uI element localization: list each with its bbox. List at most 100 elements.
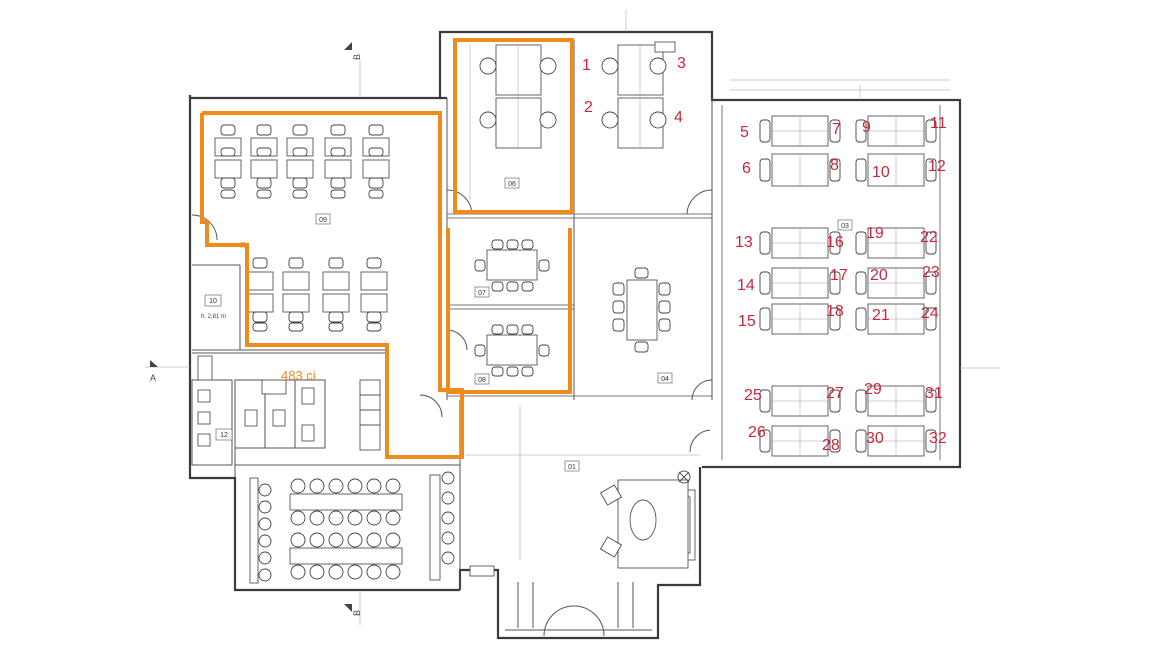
stool <box>309 478 325 494</box>
chair <box>925 307 937 331</box>
highlight-label: 483 ci <box>281 368 316 383</box>
chair <box>612 282 625 296</box>
chair <box>829 119 841 143</box>
chair <box>366 311 382 323</box>
chair <box>855 389 867 413</box>
highlight-fragment: n <box>240 239 246 251</box>
chair <box>925 271 937 295</box>
chair <box>220 124 236 136</box>
seat-number: 20 <box>870 267 888 284</box>
section-mark-bottom: B <box>352 610 362 616</box>
stool <box>309 532 325 548</box>
meeting-table <box>626 279 658 341</box>
room-tag-10: 10 <box>204 294 222 307</box>
chair <box>829 389 841 413</box>
chair <box>366 322 382 332</box>
chair <box>491 239 504 250</box>
stool <box>385 532 401 548</box>
chair <box>601 111 619 129</box>
chair <box>829 231 841 255</box>
room-10-height-note: h: 2,81 m <box>201 314 226 320</box>
chair <box>479 111 497 129</box>
cabinet <box>654 41 676 53</box>
seat-number: 29 <box>864 381 882 398</box>
top-room-desks <box>479 41 676 149</box>
highlight-outlines: 483 ci n <box>200 38 574 459</box>
chair <box>220 189 236 199</box>
chair <box>855 307 867 331</box>
svg-text:08: 08 <box>478 377 486 384</box>
stool <box>290 564 306 580</box>
desk <box>282 271 310 291</box>
room-tag-09: 09 <box>315 213 331 225</box>
room-tag-07: 07 <box>474 286 490 298</box>
chair <box>759 119 771 143</box>
svg-text:10: 10 <box>209 298 217 305</box>
section-mark-top: B <box>352 54 362 60</box>
stool <box>347 478 363 494</box>
stool <box>309 510 325 526</box>
outer-walls <box>188 30 962 640</box>
stool <box>347 510 363 526</box>
highlight-room-06 <box>453 38 574 214</box>
chair <box>829 271 841 295</box>
meeting-table <box>486 334 538 366</box>
stool <box>441 551 455 565</box>
chair <box>252 311 268 323</box>
chair <box>601 57 619 75</box>
chair <box>829 307 841 331</box>
desk <box>246 293 274 313</box>
chair <box>252 322 268 332</box>
stool <box>366 564 382 580</box>
seat-number: 5 <box>740 124 749 141</box>
canteen-furniture <box>249 471 455 584</box>
chair <box>759 271 771 295</box>
chair <box>634 267 649 279</box>
chair <box>521 324 534 335</box>
canteen-table <box>289 547 403 565</box>
seat-number: 26 <box>748 424 766 441</box>
chair <box>521 366 534 377</box>
chair <box>829 158 841 182</box>
counter <box>429 474 441 581</box>
chair <box>538 259 550 272</box>
chair <box>474 344 486 357</box>
desk <box>360 271 388 291</box>
chair <box>506 366 519 377</box>
seat-numbers: 1234567891011121314151617181920212223242… <box>582 55 947 454</box>
svg-text:09: 09 <box>319 217 327 224</box>
chair <box>292 177 308 189</box>
stool <box>441 491 455 505</box>
chair <box>829 429 841 453</box>
chair <box>855 158 867 182</box>
canteen-table <box>289 493 403 511</box>
chair <box>759 307 771 331</box>
chair <box>252 257 268 269</box>
stool <box>441 471 455 485</box>
seat-number: 2 <box>584 99 593 116</box>
stool <box>290 478 306 494</box>
chair <box>491 281 504 292</box>
svg-text:01: 01 <box>568 464 576 471</box>
desk <box>322 293 350 313</box>
desk <box>214 159 242 179</box>
stool <box>347 564 363 580</box>
seat-number: 28 <box>822 437 840 454</box>
chair <box>328 311 344 323</box>
room-tag-06: 06 <box>504 177 520 189</box>
chair <box>328 322 344 332</box>
stool <box>328 478 344 494</box>
seat-number: 1 <box>582 57 591 74</box>
stool <box>258 483 272 497</box>
room-tag-03: 03 <box>837 219 853 231</box>
stool <box>347 532 363 548</box>
svg-text:07: 07 <box>478 290 486 297</box>
chair <box>292 124 308 136</box>
seat-number: 15 <box>738 313 756 330</box>
seat-number: 23 <box>922 264 940 281</box>
room-tag-04: 04 <box>657 372 673 384</box>
stool <box>328 532 344 548</box>
stool <box>366 532 382 548</box>
seat-number: 27 <box>826 385 844 402</box>
